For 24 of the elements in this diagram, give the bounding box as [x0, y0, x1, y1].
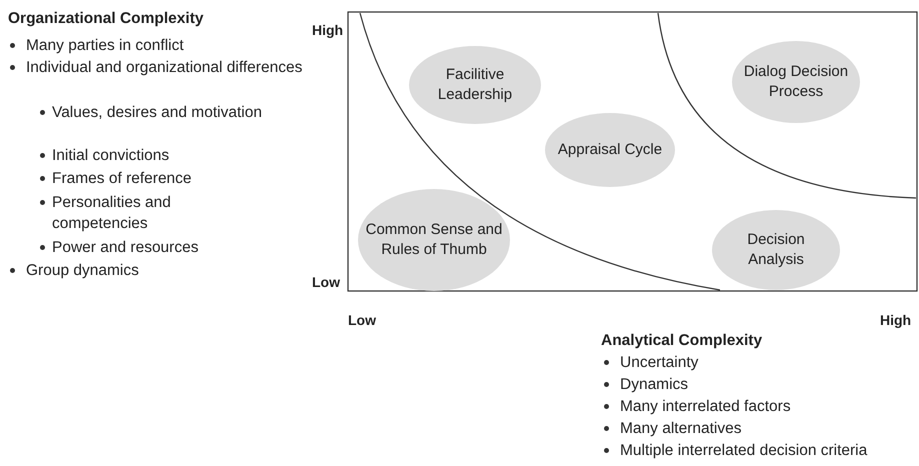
list-item: Personalities and competencies [52, 193, 172, 234]
axis-label: Low [312, 273, 340, 292]
list-item: Many parties in conflict [26, 36, 185, 56]
list-item: Many interrelated factors [620, 397, 792, 417]
approach-label: Appraisal Cycle [558, 140, 662, 160]
list-item: Individual and organizational differences [26, 58, 304, 78]
list-item: Multiple interrelated decision criteria [620, 441, 868, 461]
approach-label: Decision Analysis [746, 230, 806, 270]
list-heading: Analytical Complexity [601, 331, 764, 351]
list-item: Dynamics [620, 375, 690, 395]
approach-label: Facilitive Leadership [436, 65, 514, 105]
axis-label: High [880, 311, 912, 330]
list-item: Initial convictions [52, 146, 170, 166]
list-item: Uncertainty [620, 353, 700, 373]
approach-label: Dialog Decision Process [742, 62, 850, 102]
list-item: Group dynamics [26, 261, 140, 281]
list-item: Values, desires and motivation [52, 103, 263, 123]
list-item: Many alternatives [620, 419, 742, 439]
approach-label: Common Sense and Rules of Thumb [364, 220, 504, 260]
axis-label: High [312, 21, 344, 40]
axis-label: Low [348, 311, 376, 330]
list-item: Frames of reference [52, 169, 193, 189]
list-heading: Organizational Complexity [8, 9, 205, 29]
list-item: Power and resources [52, 238, 200, 258]
